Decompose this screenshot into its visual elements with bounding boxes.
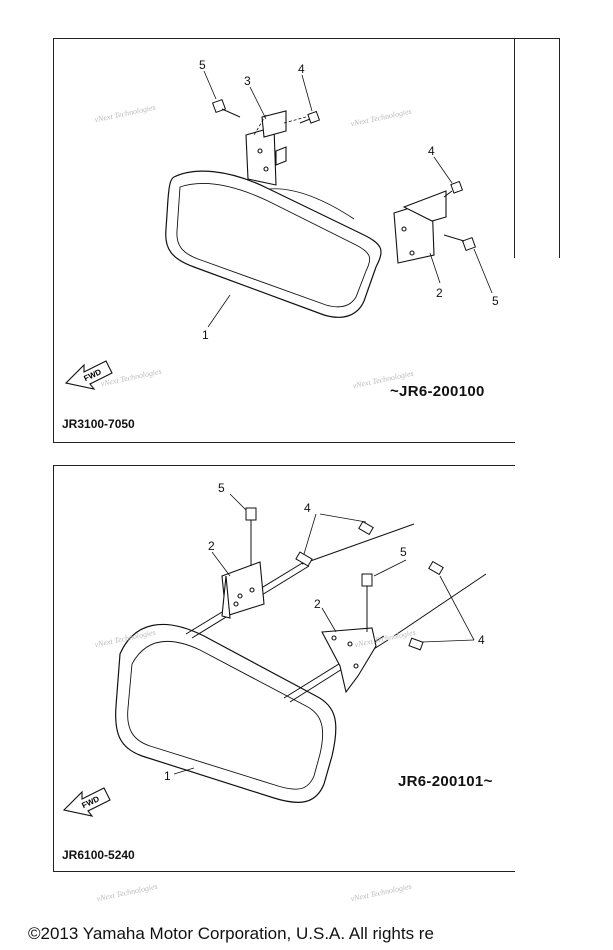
bumper-pad — [165, 170, 382, 318]
diagram-panel-bottom: 5 4 2 5 2 4 1 FWD JR6-200101~ JR6100-524… — [53, 465, 560, 872]
bumper-pad — [115, 623, 337, 803]
bracket-2-left — [221, 561, 265, 619]
bolts — [245, 507, 444, 651]
fwd-arrow-icon — [62, 787, 111, 817]
callout-4-right: 4 — [478, 633, 485, 647]
diagram-panel-top: 5 3 4 4 2 5 1 FWD ~JR6-200100 JR3100-705… — [53, 38, 560, 443]
leader-lines — [203, 70, 493, 328]
panel-clip — [515, 258, 613, 448]
callout-4-right: 4 — [428, 144, 435, 158]
bolts — [211, 98, 477, 252]
bracket-2 — [393, 190, 447, 264]
bracket-3 — [245, 110, 287, 186]
watermark: vNext Technologies — [95, 881, 159, 904]
callout-5-left: 5 — [218, 481, 225, 495]
callout-2-left: 2 — [208, 539, 215, 553]
callout-3: 3 — [244, 74, 251, 88]
callout-4-upper: 4 — [304, 501, 311, 515]
panel-clip — [515, 465, 613, 872]
serial-range-top: ~JR6-200100 — [390, 383, 485, 400]
bracket-2-right — [321, 627, 377, 694]
callout-4-left: 4 — [298, 62, 305, 76]
callout-5-right: 5 — [492, 294, 499, 308]
callout-5-left: 5 — [199, 58, 206, 72]
panel-edge — [514, 38, 559, 258]
leader-lines — [173, 493, 475, 775]
part-code-top: JR3100-7050 — [62, 417, 135, 431]
serial-range-bottom: JR6-200101~ — [398, 773, 493, 790]
callout-5-right: 5 — [400, 545, 407, 559]
bumper-assembly-top-drawing: 5 3 4 4 2 5 1 FWD — [64, 58, 499, 390]
callout-1: 1 — [164, 769, 171, 783]
watermark: vNext Technologies — [349, 881, 413, 904]
fwd-arrow-icon — [64, 360, 113, 390]
callout-2: 2 — [436, 286, 443, 300]
bumper-assembly-bottom-drawing: 5 4 2 5 2 4 1 FWD — [62, 481, 487, 817]
callout-2-right: 2 — [314, 597, 321, 611]
copyright-footer: ©2013 Yamaha Motor Corporation, U.S.A. A… — [28, 924, 434, 943]
part-code-bottom: JR6100-5240 — [62, 848, 135, 862]
callout-1: 1 — [202, 328, 209, 342]
